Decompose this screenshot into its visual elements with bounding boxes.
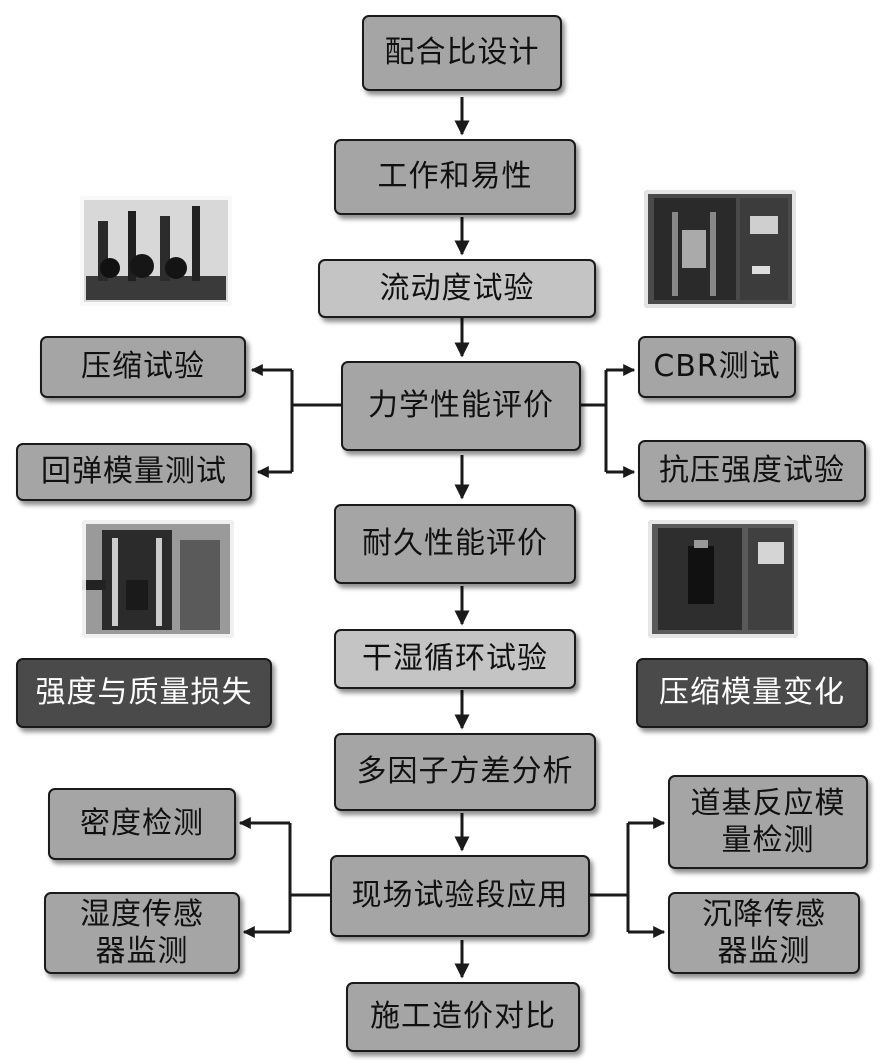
triaxial-apparatus-photo [80,196,232,306]
resilient-modulus-apparatus-photo [82,520,234,638]
right-modulus-change: 压缩模量变化 [636,658,868,728]
left-resilient-modulus: 回弹模量测试 [16,443,252,501]
step-cost-comparison: 施工造价对比 [346,982,580,1052]
step-field-application: 现场试验段应用 [330,855,590,937]
step-flow-test: 流动度试验 [318,259,596,318]
left-compression-test: 压缩试验 [40,336,246,398]
compression-machine-photo [648,520,798,638]
left-density-test: 密度检测 [48,788,236,860]
step-durability-evaluation: 耐久性能评价 [334,504,576,584]
right-subgrade-modulus: 道基反应模 量检测 [668,775,868,869]
right-cbr-test: CBR测试 [638,336,796,398]
step-mechanical-evaluation: 力学性能评价 [341,361,581,451]
right-settlement-sensor: 沉降传感 器监测 [668,892,860,974]
step-anova: 多因子方差分析 [334,733,596,811]
left-strength-mass-loss: 强度与质量损失 [16,658,272,728]
left-humidity-sensor: 湿度传感 器监测 [44,892,240,974]
step-mix-design: 配合比设计 [362,15,562,91]
step-wet-dry-cycle: 干湿循环试验 [334,629,576,689]
cbr-machine-photo [644,190,796,308]
right-compressive-strength: 抗压强度试验 [638,440,866,502]
step-workability: 工作和易性 [334,139,576,215]
